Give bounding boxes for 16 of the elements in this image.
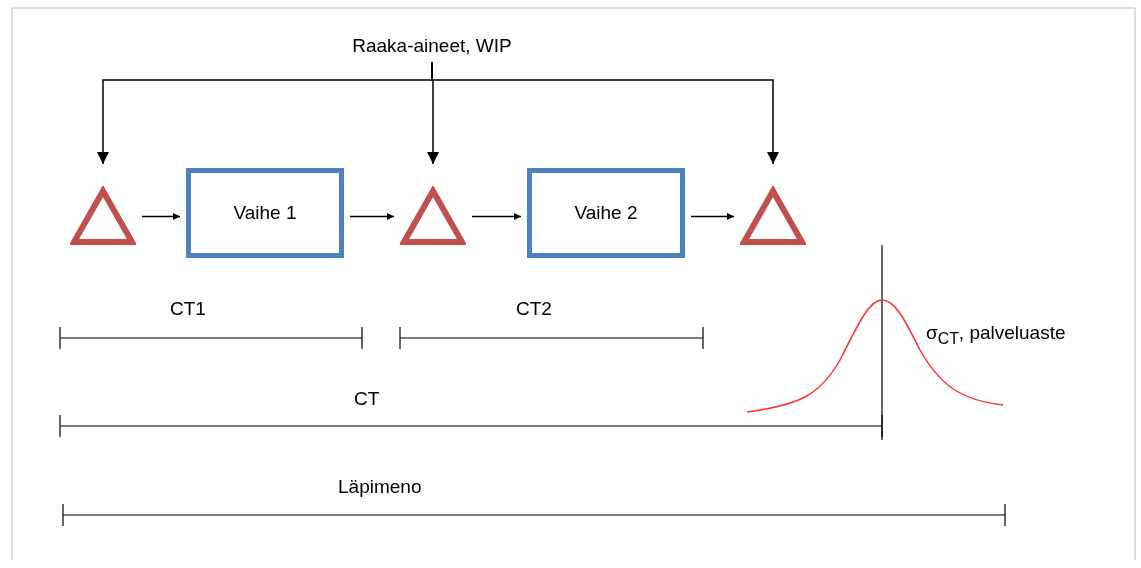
process-box: Vaihe 1 [186,168,344,258]
input-label: Raaka-aineet, WIP [330,30,534,62]
dimension-label: Läpimeno [338,476,422,498]
arrow [349,213,395,220]
arrow [690,213,735,220]
inventory-triangle [740,186,806,246]
dimension-label: CT1 [170,298,206,320]
arrow [471,213,522,220]
dimension-label: CT [354,388,380,410]
inventory-triangle [400,186,466,246]
inventory-triangle [70,186,136,246]
arrow [431,61,779,165]
annotation-label: σ$_{CT}$, palveluaste [926,322,1066,348]
process-box: Vaihe 2 [527,168,685,258]
dimension-label: CT2 [516,298,552,320]
arrow [141,213,181,220]
